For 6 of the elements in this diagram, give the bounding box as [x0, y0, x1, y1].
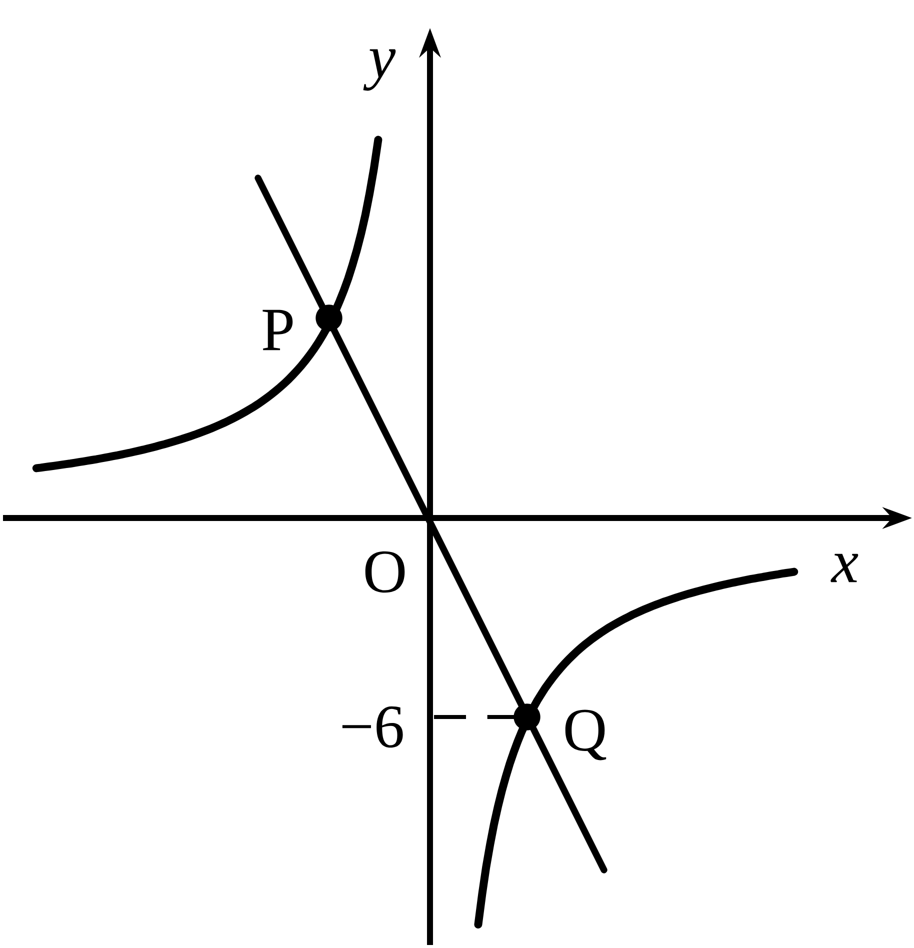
axis-label: P	[262, 310, 293, 350]
axis-label: y	[363, 49, 396, 91]
axis-label: −6	[342, 706, 403, 748]
axis-label: O	[365, 551, 405, 593]
axis-label: Q	[565, 710, 606, 760]
axis-label: x	[830, 554, 858, 582]
